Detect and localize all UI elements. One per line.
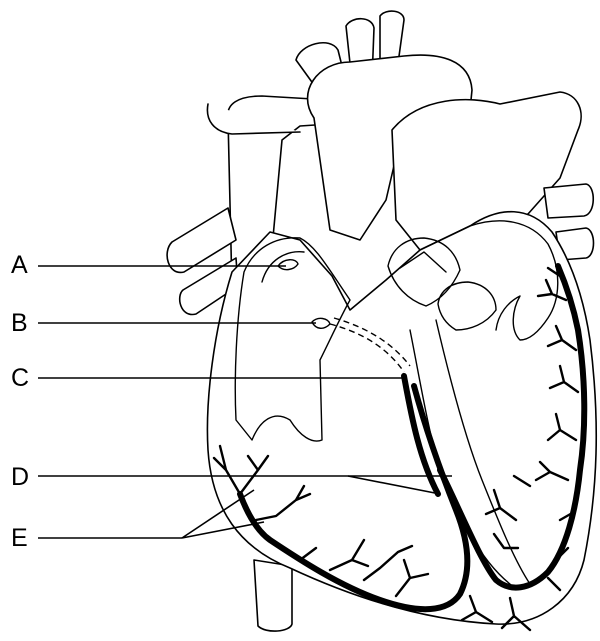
label-b: B <box>11 309 28 337</box>
heart-illustration <box>167 11 596 631</box>
pulmonary-vein-left <box>167 208 236 272</box>
labels: A B C D E <box>11 251 29 552</box>
label-d: D <box>11 463 29 491</box>
label-a: A <box>11 251 28 279</box>
pulmonary-vein-right <box>544 184 593 218</box>
inferior-vena-cava <box>254 560 292 631</box>
label-e: E <box>11 524 28 552</box>
label-c: C <box>11 364 29 392</box>
